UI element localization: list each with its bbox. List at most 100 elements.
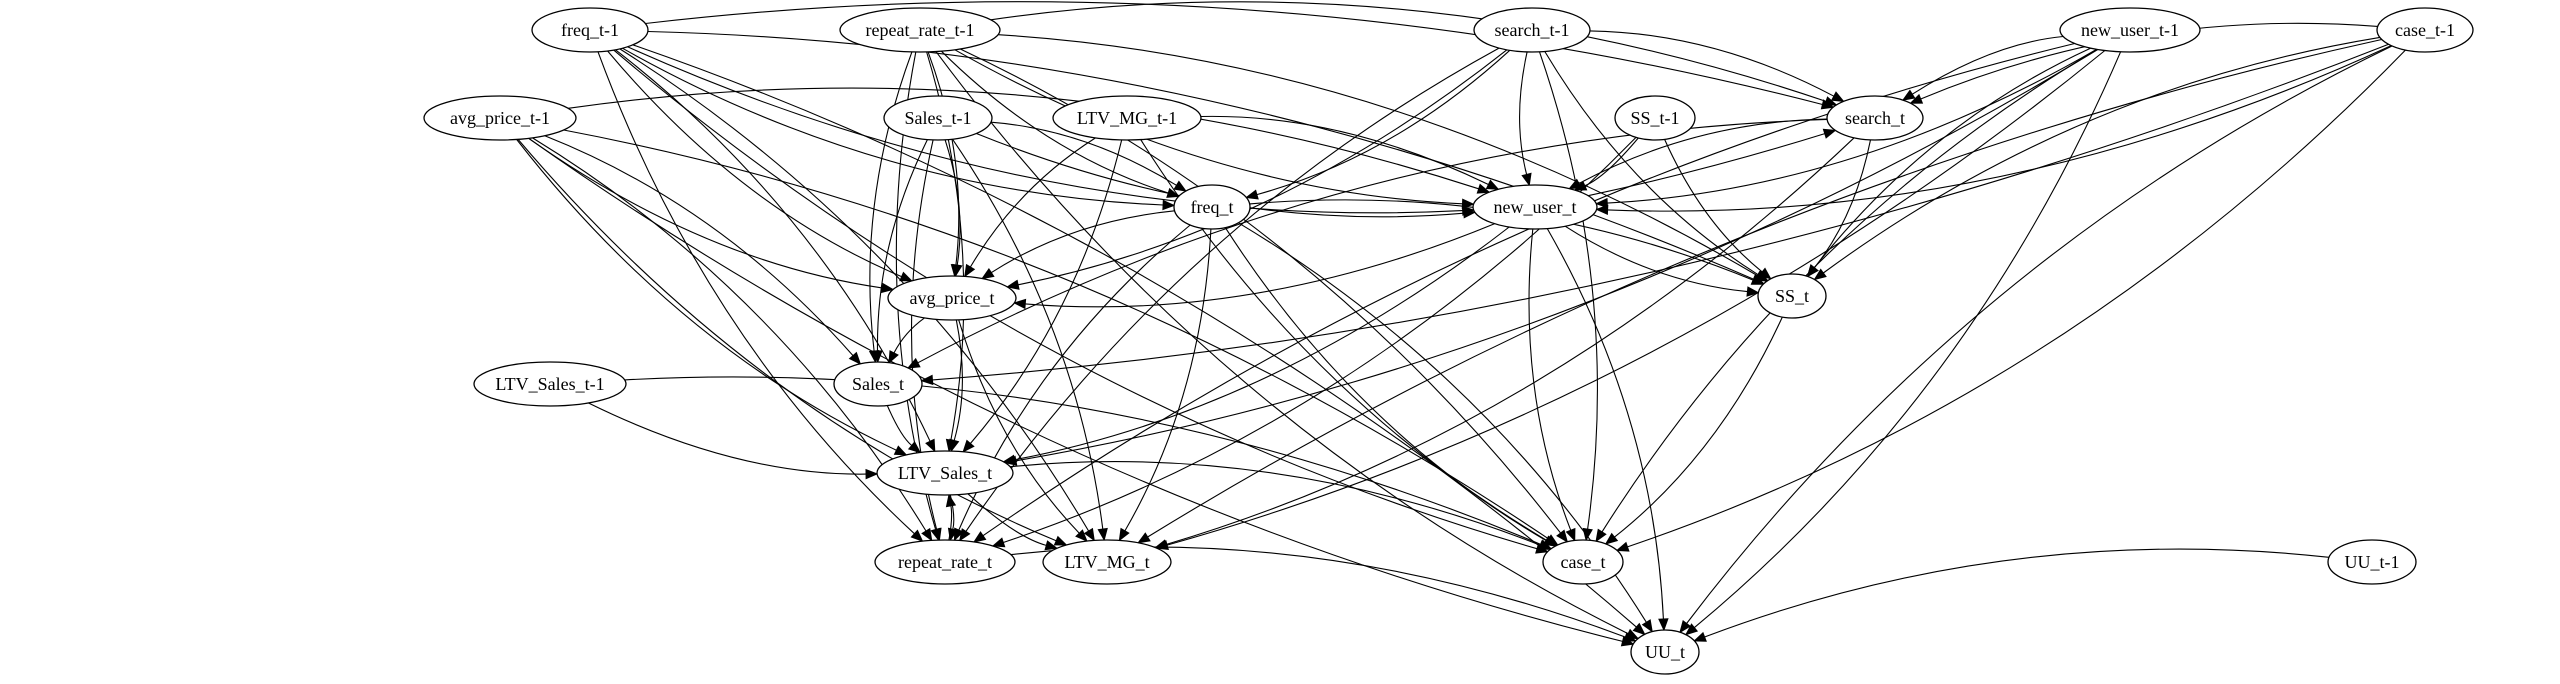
- edge-freq-t-1-to-repeat-rate-t: [597, 51, 924, 543]
- arrowhead-icon: [1537, 540, 1552, 550]
- edge-search-t-1-to-avg-price-t: [1006, 49, 1508, 290]
- edge-avg-price-t-1-to-avg-price-t: [528, 137, 895, 294]
- node-shape: [1630, 629, 1700, 675]
- edge-new-user-t-to-search-t: [1587, 128, 1837, 197]
- edge-case-t-1-to-ss-t: [1813, 36, 2380, 281]
- edge-line: [969, 139, 1123, 444]
- edge-search-t-1-to-search-t: [1589, 30, 1845, 103]
- node-shape: [887, 275, 1017, 321]
- edge-line: [647, 30, 1754, 280]
- arrowhead-icon: [1823, 96, 1838, 107]
- edge-avg-price-t-to-ltv-sales-t: [949, 319, 963, 453]
- node-ss-t-1[interactable]: SS_t-1: [1614, 95, 1696, 141]
- arrowhead-icon: [906, 357, 921, 369]
- edge-line: [1614, 316, 1783, 538]
- node-label: avg_price_t: [910, 288, 995, 308]
- edge-line: [991, 210, 1175, 274]
- arrowhead-icon: [991, 537, 1006, 548]
- edge-line: [613, 49, 1538, 550]
- node-shape: [1173, 184, 1251, 230]
- node-search-t-1[interactable]: search_t-1: [1473, 7, 1591, 53]
- arrowhead-icon: [1604, 532, 1619, 545]
- edge-line: [1564, 225, 1748, 293]
- node-label: repeat_rate_t-1: [866, 20, 975, 40]
- node-ltv-mg-t-1[interactable]: LTV_MG_t-1: [1052, 95, 1202, 141]
- edge-avg-price-t-1-to-ltv-sales-t: [516, 139, 908, 456]
- edge-line: [568, 87, 1479, 190]
- edge-line: [1224, 227, 1547, 541]
- edge-search-t-to-new-user-t: [1568, 118, 1828, 190]
- edge-sales-t-1-to-avg-price-t: [944, 139, 963, 278]
- node-ss-t[interactable]: SS_t: [1757, 273, 1827, 319]
- edge-line: [893, 317, 925, 354]
- node-ltv-sales-t[interactable]: LTV_Sales_t: [876, 450, 1014, 496]
- edge-new-user-t-to-uu-t: [1546, 228, 1669, 632]
- node-uu-t-1[interactable]: UU_t-1: [2327, 539, 2417, 585]
- edge-ltv-sales-t-1-to-ltv-sales-t: [588, 402, 879, 480]
- edge-line: [1546, 228, 1664, 620]
- node-search-t[interactable]: search_t: [1826, 95, 1924, 141]
- edge-new-user-t-1-to-uu-t: [1684, 51, 2122, 636]
- node-shape: [1052, 95, 1202, 141]
- arrowhead-icon: [1044, 540, 1059, 551]
- edge-line: [1686, 45, 2393, 624]
- node-shape: [1472, 184, 1598, 230]
- node-label: LTV_Sales_t: [898, 463, 992, 483]
- node-avg-price-t-1[interactable]: avg_price_t-1: [423, 95, 577, 141]
- arrowhead-icon: [952, 263, 963, 278]
- edge-line: [1528, 228, 1572, 531]
- node-ltv-sales-t-1[interactable]: LTV_Sales_t-1: [473, 361, 627, 407]
- edge-line: [935, 51, 1629, 635]
- node-sales-t[interactable]: Sales_t: [833, 361, 923, 407]
- edge-line: [990, 1, 1827, 102]
- node-new-user-t-1[interactable]: new_user_t-1: [2059, 7, 2201, 53]
- node-repeat-rate-t[interactable]: repeat_rate_t: [874, 539, 1016, 585]
- node-sales-t-1[interactable]: Sales_t-1: [883, 95, 993, 141]
- arrowhead-icon: [899, 271, 913, 282]
- arrowhead-icon: [1006, 279, 1020, 290]
- node-ltv-mg-t[interactable]: LTV_MG_t: [1042, 539, 1172, 585]
- edge-line: [1010, 461, 1541, 546]
- node-shape: [2376, 7, 2474, 53]
- arrowhead-icon: [972, 531, 987, 543]
- edge-ltv-mg-t-1-to-ltv-sales-t: [962, 139, 1123, 453]
- node-avg-price-t[interactable]: avg_price_t: [887, 275, 1017, 321]
- edge-line: [1587, 133, 1825, 197]
- node-freq-t-1[interactable]: freq_t-1: [531, 7, 649, 53]
- arrowhead-icon: [945, 493, 957, 508]
- arrowhead-icon: [1679, 619, 1692, 634]
- edge-line: [622, 47, 1164, 206]
- edge-repeat-rate-t-1-to-search-t: [990, 1, 1838, 107]
- edge-repeat-rate-t-1-to-avg-price-t: [927, 51, 962, 278]
- edge-line: [941, 50, 1169, 194]
- node-layer: freq_t-1 repeat_rate_t-1 search_t-1 new_use…: [423, 7, 2474, 675]
- node-case-t[interactable]: case_t: [1542, 539, 1624, 585]
- edge-line: [1601, 48, 2098, 533]
- node-shape: [833, 361, 923, 407]
- arrowhead-icon: [1758, 267, 1772, 280]
- arrowhead-icon: [949, 438, 960, 453]
- node-shape: [531, 7, 649, 53]
- edge-new-user-t-to-case-t: [1528, 228, 1576, 542]
- edge-line: [624, 376, 1542, 546]
- edge-line: [1165, 137, 1855, 546]
- edge-line: [1015, 49, 2099, 462]
- edge-case-t-1-to-uu-t: [1679, 45, 2393, 634]
- node-new-user-t[interactable]: new_user_t: [1472, 184, 1598, 230]
- edge-line: [1607, 45, 2392, 212]
- node-label: Sales_t: [852, 374, 904, 394]
- node-uu-t[interactable]: UU_t: [1630, 629, 1700, 675]
- edge-line: [982, 42, 2075, 537]
- arrowhead-icon: [865, 468, 879, 480]
- node-case-t-1[interactable]: case_t-1: [2376, 7, 2474, 53]
- edge-case-t-1-to-case-t: [1615, 49, 2406, 552]
- arrowhead-icon: [921, 527, 933, 542]
- edge-avg-price-t-to-sales-t: [888, 317, 925, 364]
- node-shape: [874, 539, 1016, 585]
- arrowhead-icon: [1075, 529, 1088, 543]
- node-repeat-rate-t-1[interactable]: repeat_rate_t-1: [839, 7, 1001, 53]
- edge-line: [1589, 30, 1835, 97]
- node-freq-t[interactable]: freq_t: [1173, 184, 1251, 230]
- edge-line: [990, 121, 1177, 186]
- node-label: search_t: [1845, 108, 1905, 128]
